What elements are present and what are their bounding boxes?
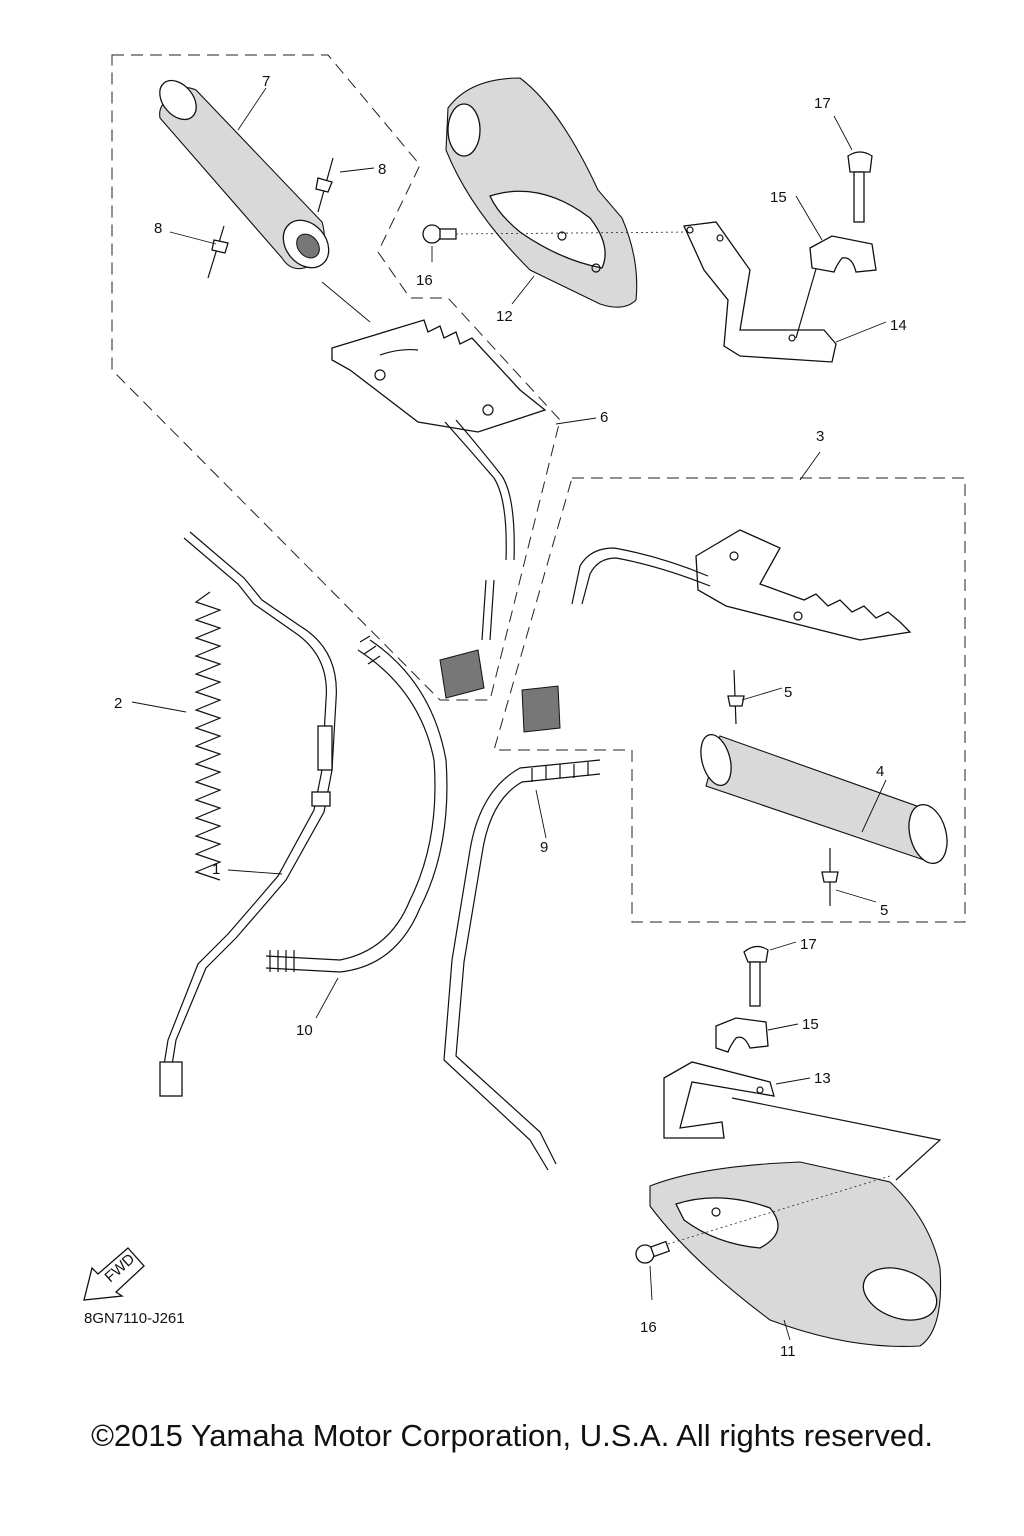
bolt-part-17-upper (847, 151, 873, 223)
rivet-part-5-upper (727, 669, 745, 725)
callout-15a: 15 (770, 189, 787, 206)
hose-part-9 (443, 759, 601, 1171)
callout-17a: 17 (814, 95, 831, 112)
callout-17b: 17 (800, 936, 817, 953)
callout-10: 10 (296, 1022, 313, 1039)
hand-guard-left-part-12 (445, 77, 638, 308)
callout-6: 6 (600, 409, 608, 426)
callout-8b: 8 (154, 220, 162, 237)
rivet-part-5-lower (821, 848, 839, 906)
bolt-part-16-lower (635, 1240, 671, 1264)
callout-12: 12 (496, 308, 513, 325)
callout-5b: 5 (880, 902, 888, 919)
grip-left-part-7 (159, 79, 330, 270)
hand-guard-right-part-11 (649, 1161, 942, 1347)
forward-direction-arrow: FWD (83, 1247, 145, 1301)
rivet-part-8-lower (207, 225, 229, 279)
callout-16b: 16 (640, 1319, 657, 1336)
group-boundary-3 (493, 477, 966, 923)
heater-element-left-part-6 (331, 319, 547, 699)
throttle-cable-part-1 (159, 531, 337, 1097)
group-boundary-6 (111, 54, 561, 701)
callout-3: 3 (816, 428, 824, 445)
grip-right-part-4 (700, 733, 948, 864)
callout-15b: 15 (802, 1016, 819, 1033)
clamp-part-15-lower (715, 1017, 769, 1053)
callout-5a: 5 (784, 684, 792, 701)
bracket-left-part-14 (683, 221, 837, 363)
callout-8a: 8 (378, 161, 386, 178)
spring-part-2 (194, 591, 222, 881)
heater-element-right-part-3 (521, 529, 912, 733)
callout-14: 14 (890, 317, 907, 334)
diagram-code: 8GN7110-J261 (84, 1310, 185, 1327)
bolt-part-16-upper (422, 224, 457, 244)
callout-11: 11 (780, 1343, 796, 1360)
callout-9: 9 (540, 839, 548, 856)
callout-1: 1 (212, 861, 220, 878)
rivet-part-8-upper (315, 157, 334, 213)
callout-2: 2 (114, 695, 122, 712)
clamp-part-15-upper (809, 235, 877, 273)
bracket-right-part-13 (663, 1061, 775, 1139)
hose-part-10 (265, 635, 448, 973)
callout-7: 7 (262, 73, 270, 90)
parts-diagram: FWD 1 2 3 4 5 5 6 7 8 8 9 10 11 12 13 14… (83, 54, 966, 1360)
callout-16a: 16 (416, 272, 433, 289)
callout-4: 4 (876, 763, 884, 780)
bolt-part-17-lower (743, 945, 769, 1007)
copyright-notice: ©2015 Yamaha Motor Corporation, U.S.A. A… (91, 1418, 933, 1453)
callout-13: 13 (814, 1070, 831, 1087)
